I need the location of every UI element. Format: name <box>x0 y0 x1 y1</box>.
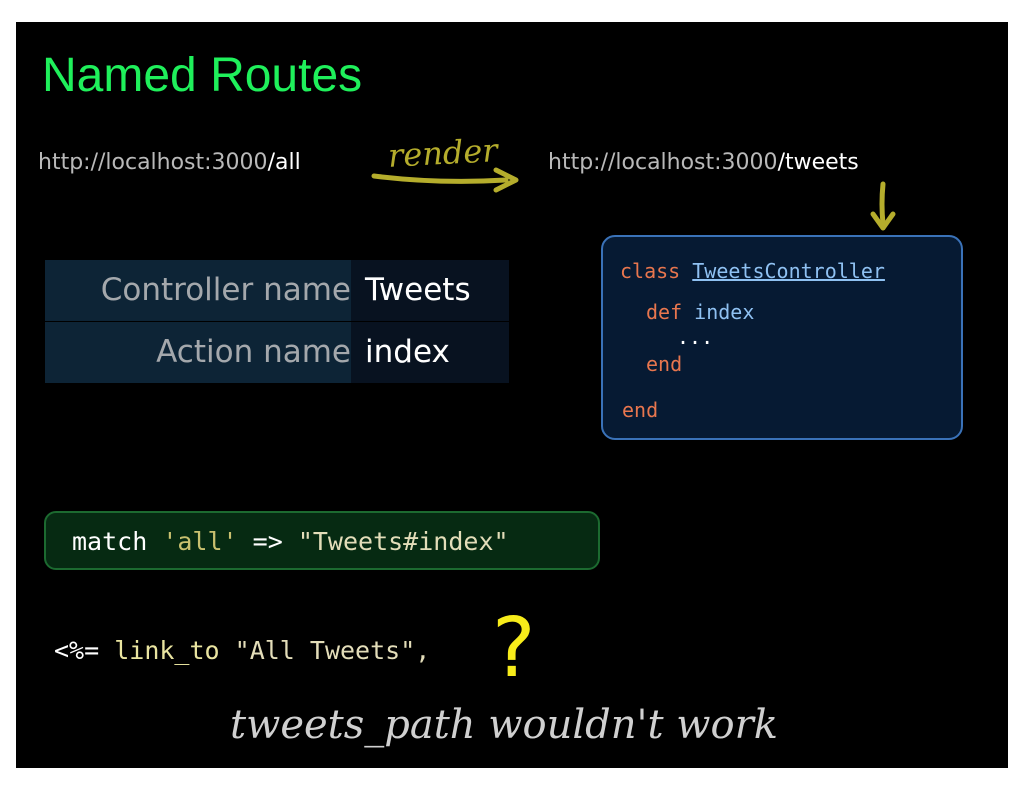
route-code-box: match 'all' => "Tweets#index" <box>44 511 600 570</box>
params-table: Controller name Tweets Action name index <box>45 260 509 384</box>
controller-class-name: TweetsController <box>692 259 885 283</box>
slide-title: Named Routes <box>42 49 363 102</box>
render-arrow-icon <box>371 167 519 193</box>
url-all: http://localhost:3000/all <box>38 150 301 175</box>
slide: Named Routes http://localhost:3000/all r… <box>16 22 1008 768</box>
hash-rocket: => <box>252 527 283 556</box>
erb-code-line: <%= link_to "All Tweets", <box>54 636 430 665</box>
url-all-host: http://localhost:3000 <box>38 150 268 175</box>
action-method-name: index <box>694 300 755 324</box>
route-code-line: match 'all' => "Tweets#index" <box>72 527 509 556</box>
table-row: Controller name Tweets <box>45 260 509 321</box>
handwritten-note: tweets_path wouldn't work <box>230 702 778 748</box>
link-text-argument: "All Tweets", <box>234 636 431 665</box>
param-value: Tweets <box>351 260 509 321</box>
table-row: Action name index <box>45 322 509 383</box>
route-target-string: "Tweets#index" <box>297 527 509 556</box>
erb-close-tag: %> <box>554 636 585 665</box>
url-tweets-path: /tweets <box>777 150 859 175</box>
down-arrow-icon <box>870 181 896 231</box>
code-line-class: class TweetsController <box>620 259 885 283</box>
code-end-inner: end <box>646 352 683 376</box>
def-keyword: def <box>646 300 683 324</box>
class-keyword: class <box>620 259 681 283</box>
url-tweets-host: http://localhost:3000 <box>548 150 778 175</box>
route-path-string: 'all' <box>162 527 238 556</box>
erb-open-tag: <%= <box>54 636 100 665</box>
code-line-def: def index <box>646 300 754 324</box>
param-value: index <box>351 322 509 383</box>
controller-code-box: class TweetsController def index ... end… <box>601 235 963 440</box>
missing-path-question: ? <box>492 601 536 696</box>
param-key: Controller name <box>45 260 351 321</box>
code-ellipsis: ... <box>677 325 714 349</box>
url-tweets: http://localhost:3000/tweets <box>548 150 859 175</box>
code-end-outer: end <box>622 398 659 422</box>
url-all-path: /all <box>267 150 301 175</box>
match-keyword: match <box>72 527 148 556</box>
param-key: Action name <box>45 322 351 383</box>
link-to-method: link_to <box>114 636 220 665</box>
